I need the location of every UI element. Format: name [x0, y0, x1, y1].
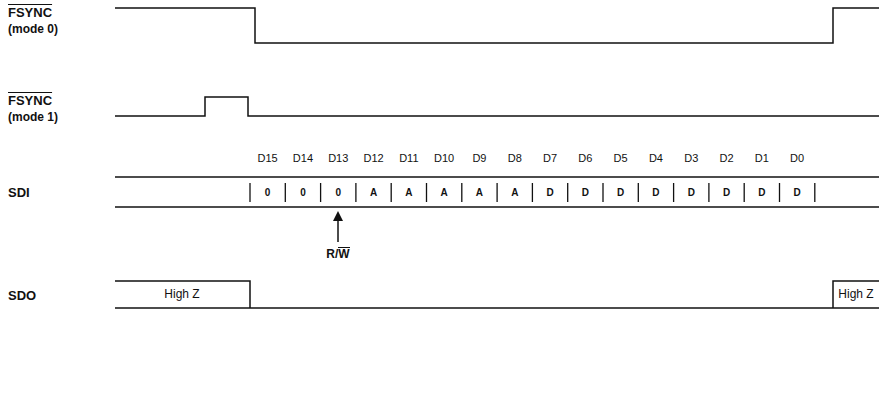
- mode-note: (mode 1): [8, 111, 58, 123]
- bit-number: D1: [755, 153, 769, 164]
- bit-number: D7: [543, 153, 557, 164]
- bit-value: A: [475, 188, 484, 198]
- bit-number: D12: [363, 153, 383, 164]
- fsync-mode1-wave: [115, 97, 879, 116]
- sdo-line: [115, 307, 879, 309]
- bit-number: D10: [434, 153, 454, 164]
- bit-value: D: [616, 188, 625, 198]
- bit-number: D2: [720, 153, 734, 164]
- bit-number: D13: [328, 153, 348, 164]
- bit-number: D6: [578, 153, 592, 164]
- bit-cell-divider: [461, 183, 462, 202]
- signal-name: SDO: [8, 289, 36, 302]
- bit-cell-divider: [814, 183, 815, 202]
- state-label: High Z: [164, 288, 199, 300]
- bit-cell-divider: [673, 183, 674, 202]
- bit-value: A: [440, 188, 449, 198]
- bit-value: D: [722, 188, 731, 198]
- bit-cell-divider: [391, 183, 392, 202]
- bit-number: D0: [790, 153, 804, 164]
- bit-cell-divider: [567, 183, 568, 202]
- bit-cell-divider: [638, 183, 639, 202]
- bit-cell-divider: [249, 183, 250, 202]
- bit-cell-divider: [708, 183, 709, 202]
- sdi-bus-top: [115, 176, 879, 178]
- bit-number: D5: [614, 153, 628, 164]
- sdo-highz-left: [115, 281, 250, 308]
- bit-value: D: [687, 188, 696, 198]
- bit-number: D11: [399, 153, 418, 164]
- bit-value: 0: [334, 188, 342, 198]
- bit-value: A: [369, 188, 378, 198]
- signal-name: FSYNC: [8, 6, 52, 19]
- bit-cell-divider: [744, 183, 745, 202]
- active-low-bar: [338, 247, 349, 248]
- bit-number: D3: [684, 153, 698, 164]
- bit-number: D4: [649, 153, 663, 164]
- bit-value: A: [510, 188, 519, 198]
- bit-value: 0: [264, 188, 272, 198]
- bit-value: A: [404, 188, 413, 198]
- bit-number: D15: [258, 153, 278, 164]
- bit-value: D: [651, 188, 660, 198]
- bit-cell-divider: [426, 183, 427, 202]
- bit-number: D8: [508, 153, 522, 164]
- sdi-bus-bottom: [115, 206, 879, 208]
- state-label: High Z: [838, 288, 873, 300]
- rw-arrow-head: [333, 211, 343, 221]
- bit-value: D: [545, 188, 554, 198]
- bit-cell-divider: [496, 183, 497, 202]
- bit-cell-divider: [355, 183, 356, 202]
- bit-cell-divider: [320, 183, 321, 202]
- bit-value: D: [581, 188, 590, 198]
- bit-cell-divider: [602, 183, 603, 202]
- signal-name: SDI: [8, 186, 30, 199]
- rw-arrow-line: [337, 218, 339, 242]
- bit-cell-divider: [285, 183, 286, 202]
- rw-note: R/W: [326, 248, 349, 260]
- bit-number: D9: [472, 153, 486, 164]
- bit-cell-divider: [779, 183, 780, 202]
- bit-number: D14: [293, 153, 313, 164]
- signal-name: FSYNC: [8, 94, 52, 107]
- fsync-mode0-wave: [115, 8, 879, 43]
- bit-value: D: [793, 188, 802, 198]
- mode-note: (mode 0): [8, 23, 58, 35]
- bit-value: 0: [299, 188, 307, 198]
- sdo-highz-right: [833, 281, 879, 308]
- bit-value: D: [757, 188, 766, 198]
- bit-cell-divider: [532, 183, 533, 202]
